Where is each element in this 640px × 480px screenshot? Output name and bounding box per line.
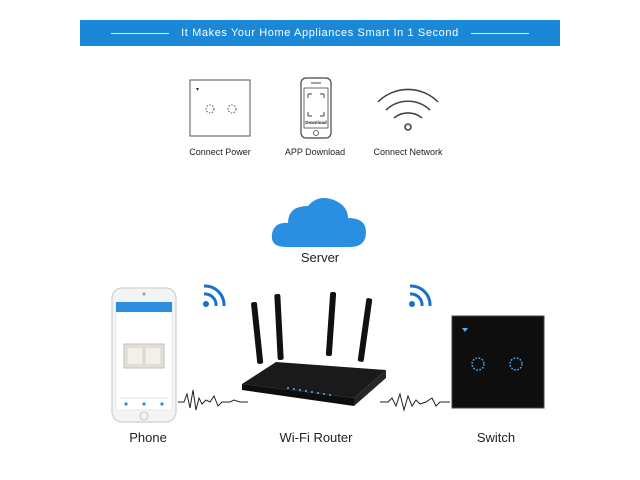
step-label: Connect Network xyxy=(373,147,443,157)
step-label: APP Download xyxy=(284,147,346,157)
download-screen-text: Download xyxy=(305,120,327,125)
phone-device xyxy=(111,287,177,423)
cloud-icon xyxy=(271,198,366,247)
banner-title: It Makes Your Home Appliances Smart In 1… xyxy=(181,27,459,39)
svg-text:▾: ▾ xyxy=(196,86,199,93)
phone-download-icon xyxy=(300,77,332,139)
wifi-icon xyxy=(377,88,439,131)
step-label: Connect Power xyxy=(189,147,251,157)
wifi-signal-icon xyxy=(409,284,432,307)
signal-wave xyxy=(380,392,450,412)
switch-panel-icon: ▾ xyxy=(189,79,251,137)
banner-right-rule xyxy=(470,32,529,34)
server-label: Server xyxy=(300,250,340,265)
switch-label: Switch xyxy=(476,430,516,445)
signal-wave xyxy=(178,389,248,411)
router-label: Wi-Fi Router xyxy=(279,430,353,445)
svg-text:Download: Download xyxy=(305,120,327,125)
router-device xyxy=(242,292,386,406)
wifi-signal-icon xyxy=(203,284,226,307)
banner-left-rule xyxy=(111,32,170,34)
header-banner: It Makes Your Home Appliances Smart In 1… xyxy=(80,20,560,46)
phone-label: Phone xyxy=(129,430,167,445)
switch-device xyxy=(451,315,545,409)
